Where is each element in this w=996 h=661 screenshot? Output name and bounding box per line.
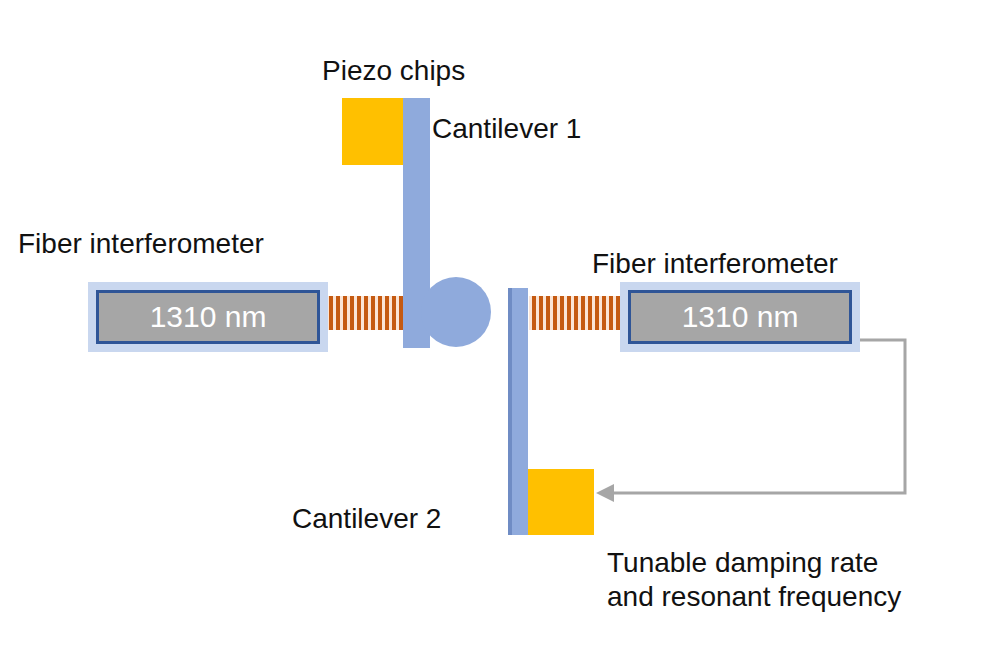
interferometer-box: 1310 nmFiber interferometer [620, 282, 860, 352]
interferometer-body: 1310 nm [628, 290, 852, 344]
laser-beam [529, 296, 620, 330]
arrow-head [596, 484, 614, 502]
laser-beam [328, 296, 403, 330]
piezo-chip [528, 469, 594, 535]
cantilever-edge [508, 288, 512, 535]
interferometer-box: 1310 nmFiber interferometer [88, 282, 328, 352]
annotation-note: Tunable damping rate and resonant freque… [607, 546, 917, 614]
part-label: Cantilever 1 [432, 112, 581, 146]
wavelength-text: 1310 nm [150, 300, 267, 334]
box-heading: Fiber interferometer [18, 228, 264, 260]
sphere [421, 277, 491, 347]
interferometer-body: 1310 nm [96, 290, 320, 344]
part-label: Cantilever 2 [292, 502, 441, 536]
box-heading: Fiber interferometer [592, 248, 838, 280]
feedback-line [612, 340, 905, 493]
cantilever [508, 288, 528, 535]
part-label: Piezo chips [322, 54, 465, 88]
wavelength-text: 1310 nm [682, 300, 799, 334]
piezo-chip [342, 98, 403, 165]
